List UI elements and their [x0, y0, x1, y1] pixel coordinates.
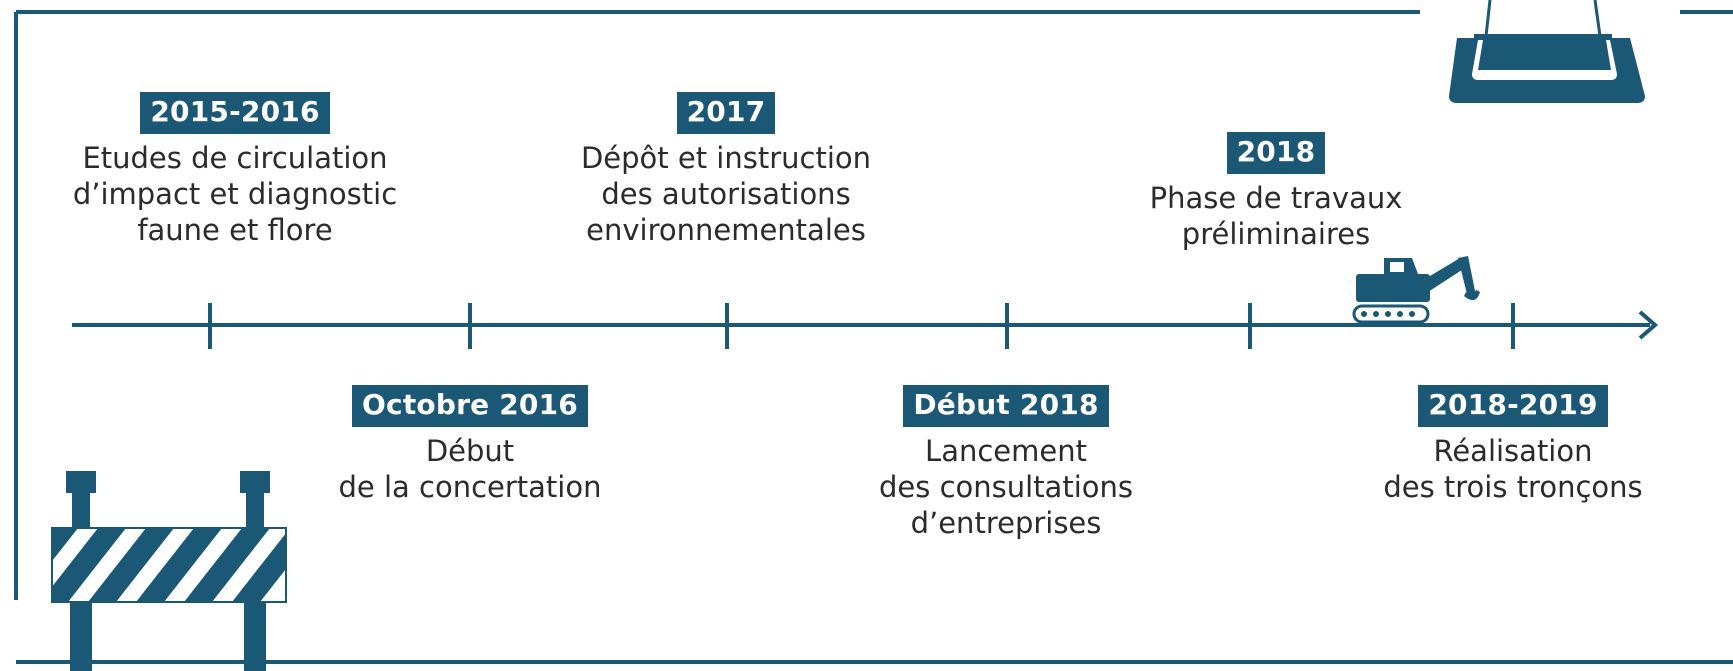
timeline-arrow-icon: [1638, 310, 1659, 340]
milestone-2017: 2017 Dépôt et instruction des autorisati…: [556, 92, 896, 248]
milestone-badge: 2017: [676, 92, 776, 134]
milestone-2018-2019: 2018-2019 Réalisation des trois tronçons: [1343, 385, 1683, 505]
milestone-description: Réalisation des trois tronçons: [1383, 434, 1643, 504]
milestone-description: Etudes de circulation d’impact et diagno…: [72, 141, 398, 247]
milestone-badge: Octobre 2016: [352, 385, 588, 427]
milestone-2015-2016: 2015-2016 Etudes de circulation d’impact…: [65, 92, 405, 248]
milestone-badge: 2018-2019: [1418, 385, 1608, 427]
road-barrier-icon: [51, 471, 287, 671]
milestone-description: Début de la concertation: [338, 434, 602, 504]
milestone-badge: Début 2018: [903, 385, 1109, 427]
milestone-description: Lancement des consultations d’entreprise…: [879, 434, 1133, 540]
milestone-description: Phase de travaux préliminaires: [1149, 181, 1403, 251]
traffic-cone-icon: [1449, 0, 1645, 103]
milestone-badge: 2018: [1226, 132, 1326, 174]
milestone-badge: 2015-2016: [140, 92, 330, 134]
milestone-2018: 2018 Phase de travaux préliminaires: [1106, 132, 1446, 252]
excavator-icon: [1352, 256, 1480, 324]
milestone-octobre-2016: Octobre 2016 Début de la concertation: [300, 385, 640, 505]
milestone-debut-2018: Début 2018 Lancement des consultations d…: [836, 385, 1176, 541]
milestone-description: Dépôt et instruction des autorisations e…: [580, 141, 872, 247]
